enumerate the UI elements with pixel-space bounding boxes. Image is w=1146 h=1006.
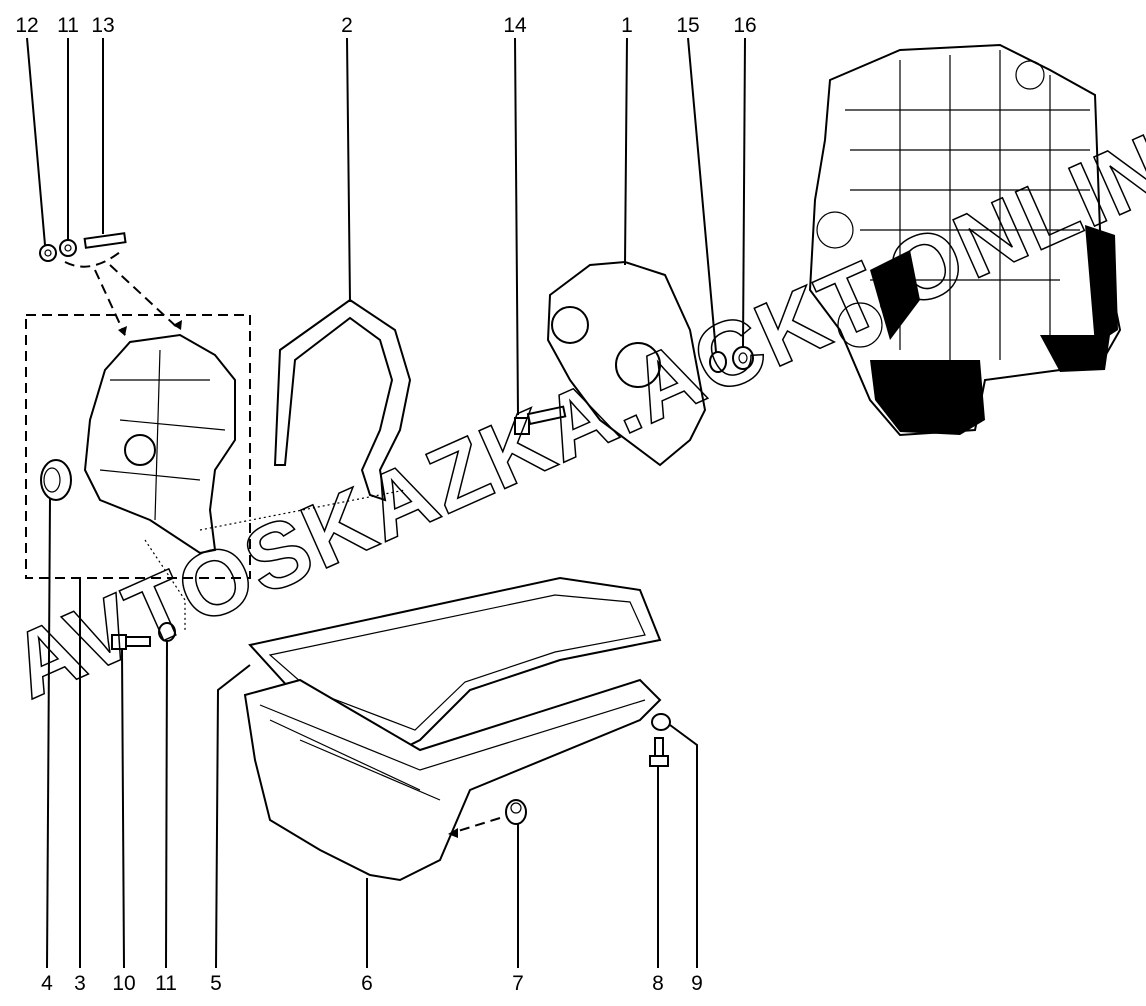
- bottom-callout-8: 8: [652, 972, 664, 995]
- bottom-callout-9: 9: [691, 972, 703, 995]
- assembly-arrows: [94, 264, 181, 336]
- bottom-callout-10: 10: [112, 972, 135, 995]
- top-callout-2: 2: [341, 14, 353, 37]
- nut-12: [39, 244, 57, 262]
- top-callout-13: 13: [91, 14, 114, 37]
- leader-line: [46, 497, 51, 969]
- leader-line: [165, 640, 168, 969]
- bottom-callout-4: 4: [41, 972, 53, 995]
- leader-line: [215, 664, 251, 969]
- stud-13: [83, 232, 127, 249]
- leader-line: [624, 37, 628, 266]
- top-callout-16: 16: [733, 14, 756, 37]
- leader-line: [742, 37, 746, 348]
- top-callout-14: 14: [503, 14, 527, 37]
- top-callout-11: 11: [57, 14, 79, 37]
- gasket-2: [273, 298, 412, 502]
- front-cover-3: [83, 333, 236, 555]
- leader-line: [346, 37, 351, 303]
- washer-15: [709, 351, 727, 373]
- leader-line: [687, 37, 717, 353]
- bolt-14: [514, 405, 567, 435]
- bottom-callout-3: 3: [74, 972, 86, 995]
- washer-11-top: [59, 239, 77, 257]
- oil-seal-4: [40, 459, 72, 501]
- bottom-callout-5: 5: [210, 972, 222, 995]
- leader-line: [26, 37, 46, 246]
- oil-pan-6: [243, 678, 662, 882]
- top-callout-12: 12: [15, 14, 38, 37]
- bottom-callout-7: 7: [512, 972, 524, 995]
- bottom-callout-11: 11: [155, 972, 177, 995]
- washer-9: [651, 713, 671, 731]
- bottom-callout-6: 6: [361, 972, 373, 995]
- bolt-8: [649, 737, 669, 767]
- top-callout-1: 1: [621, 14, 633, 37]
- drain-plug-7: [505, 799, 527, 825]
- top-callout-15: 15: [676, 14, 699, 37]
- leader-lines: [26, 37, 746, 969]
- leader-line: [121, 649, 125, 969]
- bolt-10: [111, 634, 151, 650]
- leader-line: [514, 37, 519, 416]
- leader-line: [669, 724, 698, 968]
- engine-assembly-illustration: [808, 43, 1122, 437]
- assembly-3-boundary: [25, 314, 251, 579]
